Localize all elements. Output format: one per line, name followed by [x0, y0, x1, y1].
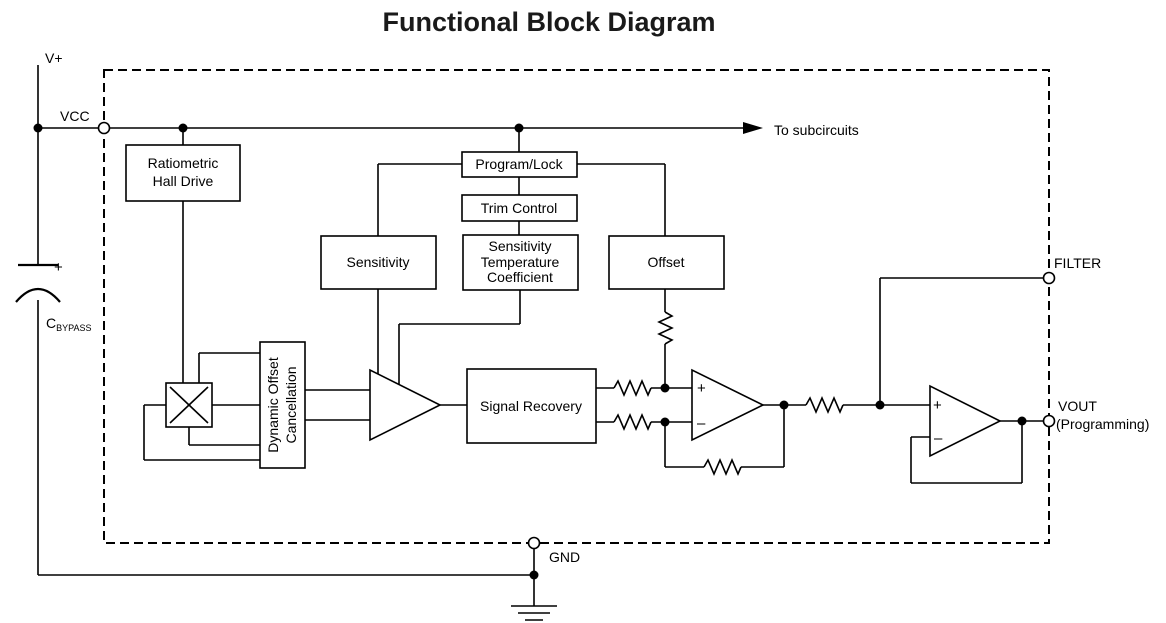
doc-label-line2: Cancellation — [283, 366, 299, 443]
program-lock-block — [461, 151, 578, 178]
hall-amplifier — [369, 368, 442, 442]
input-resistor-minus — [613, 412, 652, 432]
to-subcircuits-label: To subcircuits — [774, 122, 859, 138]
diff-opamp-plus-sign: + — [697, 380, 706, 397]
gnd-label: GND — [549, 549, 580, 565]
buffer-plus-sign: + — [933, 397, 942, 414]
dynamic-offset-cancellation-block — [259, 341, 306, 469]
gnd-pin — [527, 536, 541, 550]
hall-drive-label-line2: Hall Drive — [153, 173, 214, 189]
offset-label: Offset — [647, 254, 684, 270]
vout-label: VOUT — [1058, 398, 1097, 414]
filter-label: FILTER — [1054, 255, 1101, 271]
input-resistor-plus — [613, 378, 652, 398]
offset-block — [608, 235, 725, 290]
filter-resistor — [805, 395, 844, 415]
buffer-feedback-wiring — [910, 421, 1023, 484]
vplus-junction — [33, 123, 43, 133]
stc-label-line1: Sensitivity — [488, 238, 551, 254]
bypass-capacitor — [15, 263, 61, 303]
vcc-label: VCC — [60, 108, 90, 124]
vplus-label: V+ — [45, 50, 63, 66]
external-supply-wiring — [37, 65, 534, 576]
vout-pin — [1042, 414, 1056, 428]
trim-control-label: Trim Control — [481, 200, 558, 216]
vcc-pin — [97, 121, 111, 135]
ic-boundary — [103, 69, 1050, 544]
output-buffer-opamp — [929, 384, 1002, 458]
program-lock-branches — [377, 163, 666, 236]
stc-label-line3: Coefficient — [487, 269, 553, 285]
differential-opamp — [691, 368, 765, 442]
filter-pin — [1042, 271, 1056, 285]
signal-recovery-block — [466, 368, 597, 444]
stc-to-amplifier-wiring — [398, 290, 521, 388]
diagram-title: Functional Block Diagram — [382, 7, 715, 37]
sensitivity-block — [320, 235, 437, 290]
program-lock-label: Program/Lock — [475, 156, 563, 172]
to-subcircuits-arrow — [743, 122, 763, 134]
plus-node-junction — [660, 383, 670, 393]
programming-label: (Programming) — [1056, 416, 1149, 432]
stc-label-line2: Temperature — [481, 254, 560, 270]
sensitivity-label: Sensitivity — [346, 254, 409, 270]
cbypass-label: CBYPASS — [46, 315, 91, 333]
offset-resistor — [657, 311, 674, 345]
signal-recovery-label: Signal Recovery — [480, 398, 582, 414]
feedback-wiring — [664, 405, 785, 468]
capacitor-plus-label: + — [54, 259, 63, 276]
buffer-minus-sign: – — [934, 430, 943, 447]
feedback-resistor — [703, 457, 742, 477]
filter-wiring — [879, 277, 1043, 405]
hall-element — [165, 382, 213, 428]
diff-opamp-minus-sign: – — [697, 415, 706, 432]
sensitivity-temperature-coefficient-block — [462, 234, 579, 291]
doc-label-line1: Dynamic Offset — [265, 357, 281, 453]
hall-to-cancellation-wiring — [143, 352, 260, 461]
ground-symbol — [511, 605, 557, 621]
hall-drive-label-line1: Ratiometric — [148, 155, 219, 171]
